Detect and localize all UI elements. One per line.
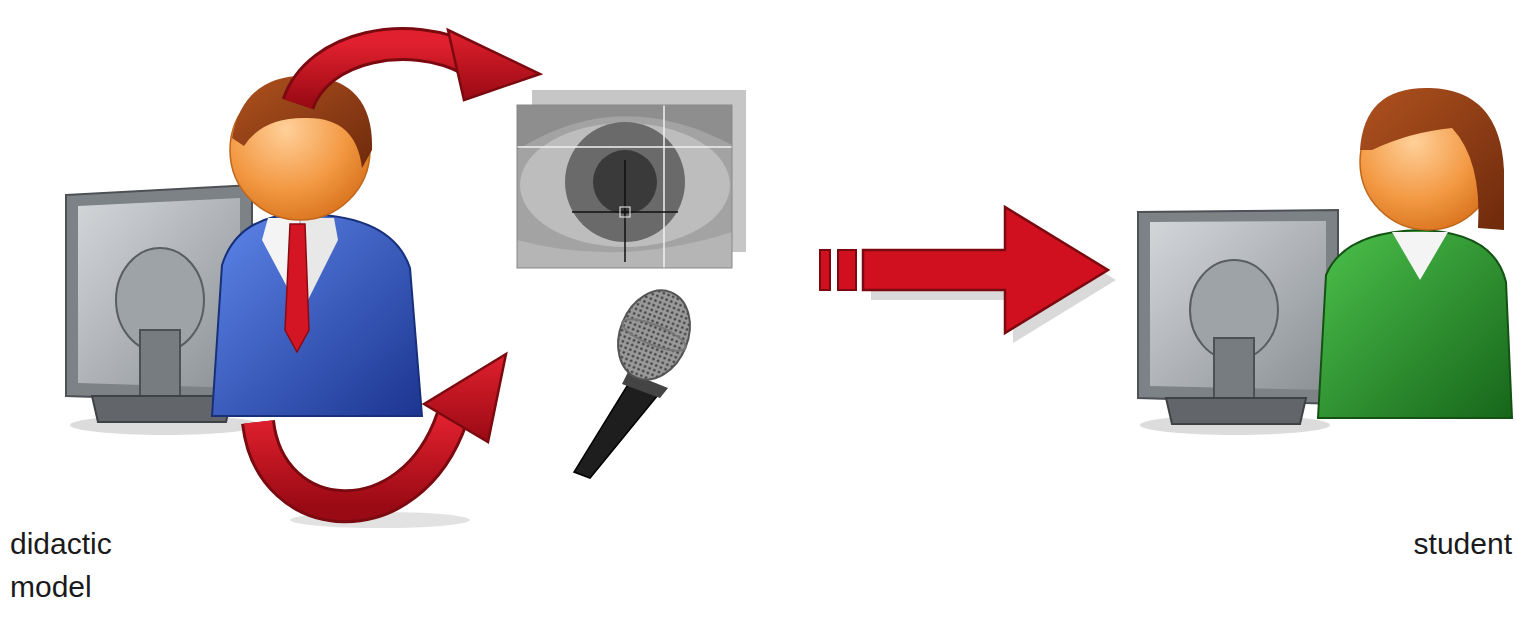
student-monitor xyxy=(1138,210,1338,435)
student-figure xyxy=(1318,88,1512,418)
arrow-shadow xyxy=(871,217,1116,343)
person-node: didactic model xyxy=(5,60,815,620)
node-label: student xyxy=(1414,522,1512,565)
arrow-bar xyxy=(838,250,856,290)
arrow-bar xyxy=(820,250,830,290)
teacher-figure xyxy=(212,76,422,416)
arrow-body xyxy=(863,207,1108,333)
curved-arrow xyxy=(258,354,506,528)
person-node: student xyxy=(1110,60,1516,620)
node-label: didactic model xyxy=(10,522,180,608)
microphone-icon xyxy=(574,280,703,478)
flow-arrow xyxy=(820,207,1116,343)
eye-tracking-image xyxy=(517,90,746,268)
curved-arrow xyxy=(298,30,540,104)
